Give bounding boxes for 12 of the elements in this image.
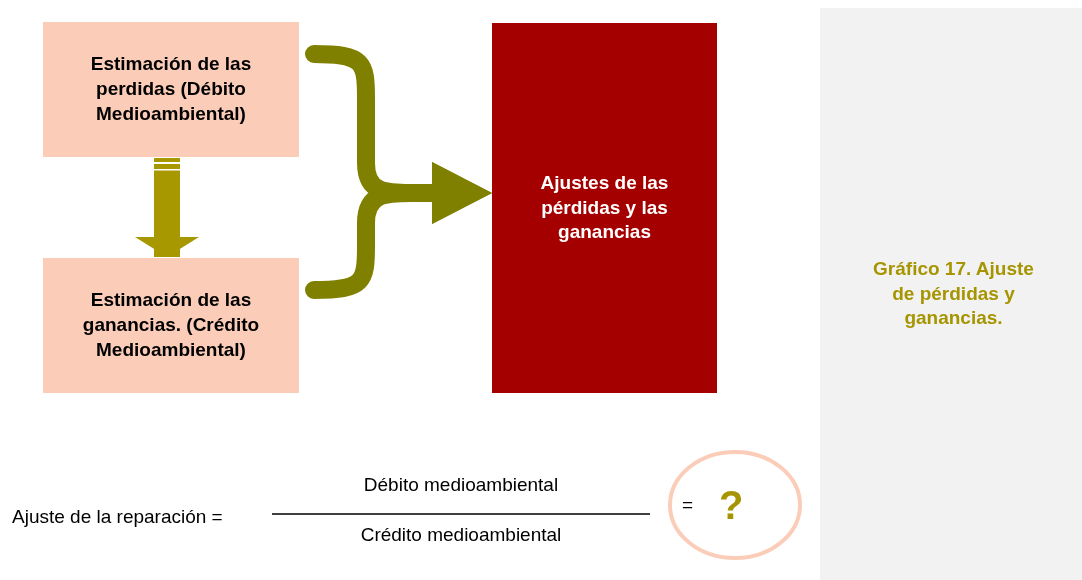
node-text: Gráfico 17. Ajuste de pérdidas y ganancias.	[872, 256, 1035, 331]
node-text: Estimación de las perdidas (Débito Medioambiental)	[89, 52, 253, 126]
formula-label: Ajuste de la reparación =	[12, 506, 223, 528]
equals-sign: =	[682, 494, 694, 516]
node-text: Ajustes de las pérdidas y las ganancias	[539, 170, 670, 245]
process-box	[43, 258, 299, 393]
numerator: Débito medioambiental	[363, 474, 559, 496]
node-text: Estimación de las ganancias. (Crédito Medioambiental)	[81, 288, 261, 362]
result-box	[492, 23, 717, 393]
process-box	[43, 22, 299, 157]
denominator: Crédito medioambiental	[360, 524, 562, 546]
question-mark: ?	[719, 482, 744, 528]
